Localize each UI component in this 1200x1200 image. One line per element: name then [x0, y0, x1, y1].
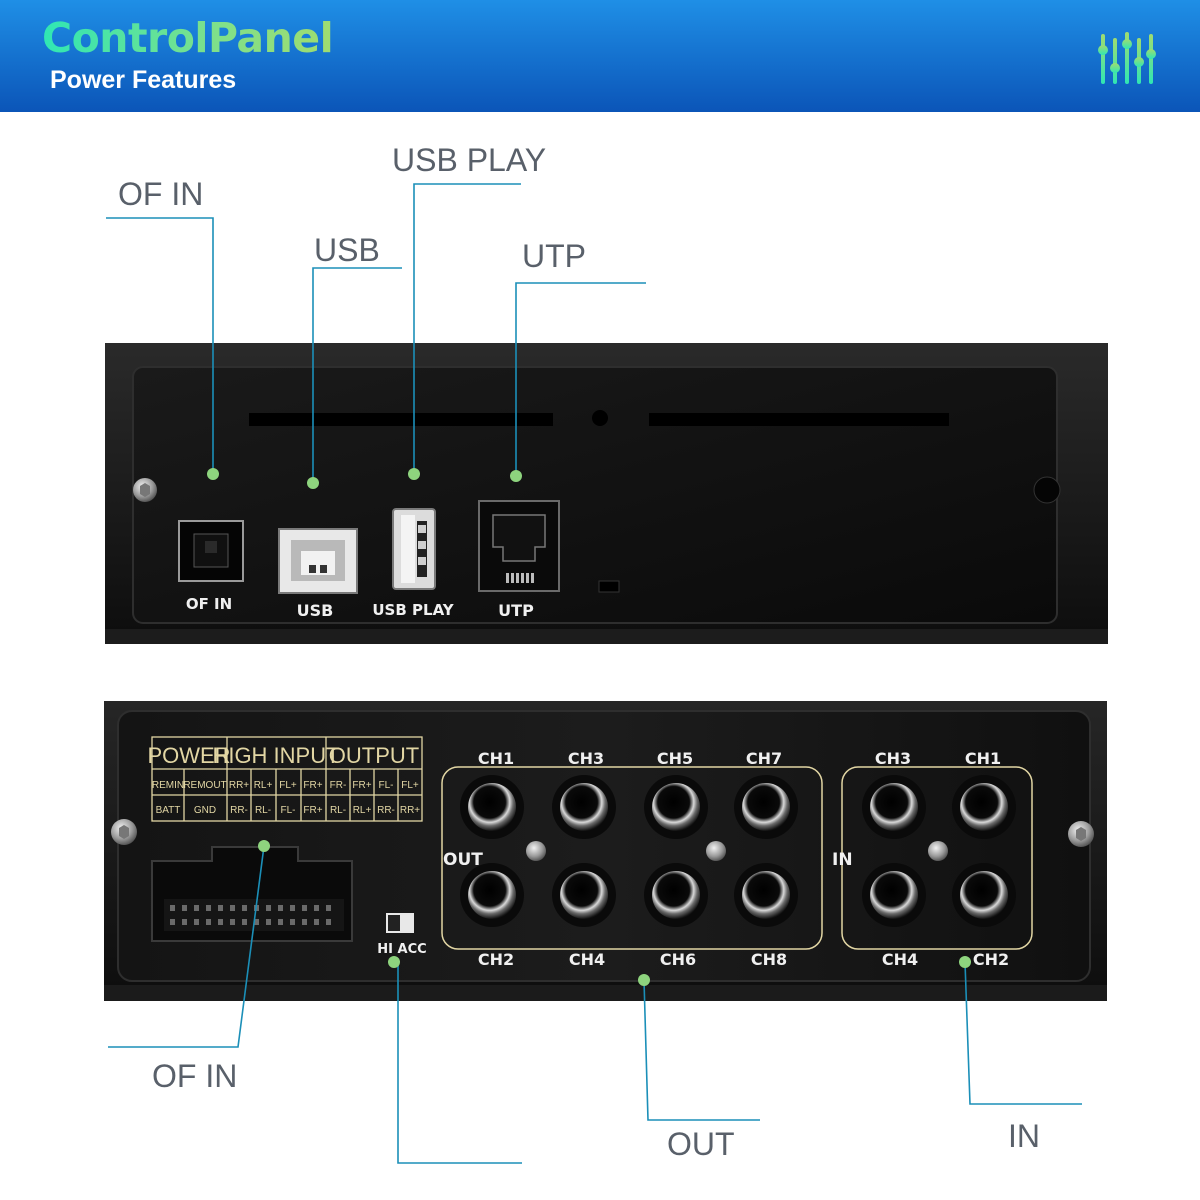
in-ch-label: CH4: [882, 950, 918, 969]
in-ch-label: CH1: [965, 749, 1001, 768]
table-header-high-input: HIGH INPUT: [212, 743, 339, 768]
table-cell: RR+: [229, 780, 249, 791]
table-cell: RR+: [400, 805, 420, 816]
in-label: IN: [832, 850, 853, 870]
table-cell: FR+: [303, 805, 322, 816]
table-header-power: POWER: [147, 743, 230, 768]
rca-jack[interactable]: [862, 775, 926, 839]
in-ch-label: CH3: [875, 749, 911, 768]
table-cell: RL+: [254, 780, 273, 791]
screw-icon: [1068, 821, 1094, 847]
rca-jack[interactable]: [952, 775, 1016, 839]
wiring-table: [151, 736, 423, 822]
out-ch-label: CH4: [569, 950, 605, 969]
out-ch-label: CH1: [478, 749, 514, 768]
out-label: OUT: [443, 850, 483, 870]
port-label-usb-play: USB PLAY: [372, 601, 454, 619]
table-cell: GND: [194, 805, 216, 816]
front-panel: OF IN USB USB PLAY UTP: [105, 343, 1108, 644]
table-cell: RR-: [230, 805, 248, 816]
port-label-utp: UTP: [498, 601, 534, 620]
table-cell: REMOUT: [183, 780, 226, 791]
table-cell: RL-: [330, 805, 346, 816]
rca-jack[interactable]: [460, 863, 524, 927]
header-subtitle: Power Features: [50, 66, 237, 94]
out-ch-label: CH2: [478, 950, 514, 969]
table-cell: BATT: [156, 805, 181, 816]
out-ch-label: CH3: [568, 749, 604, 768]
rca-jack[interactable]: [460, 775, 524, 839]
port-label-usb: USB: [297, 601, 334, 620]
table-cell: FR-: [330, 780, 347, 791]
hi-acc-switch[interactable]: [386, 913, 414, 933]
utp-port[interactable]: [478, 500, 560, 592]
in-group-border: [841, 766, 1033, 950]
table-cell: FL-: [379, 780, 394, 791]
callout-out: OUT: [667, 1126, 735, 1162]
table-header-output: OUTPUT: [329, 743, 419, 768]
table-cell: FL+: [279, 780, 297, 791]
callout-usb-play: USB PLAY: [392, 142, 547, 178]
rca-jack[interactable]: [734, 775, 798, 839]
rca-jack[interactable]: [552, 775, 616, 839]
usb-a-port[interactable]: [392, 508, 436, 590]
rca-jack[interactable]: [644, 775, 708, 839]
rca-jack[interactable]: [552, 863, 616, 927]
table-cell: RL-: [255, 805, 271, 816]
out-ch-label: CH7: [746, 749, 782, 768]
out-ch-label: CH6: [660, 950, 696, 969]
rear-panel: POWER HIGH INPUT OUTPUT REMIN REMOUT RR+…: [104, 701, 1107, 1001]
callout-utp: UTP: [522, 238, 586, 274]
usb-b-port[interactable]: [278, 528, 358, 594]
callout-of-in-front: OF IN: [118, 176, 204, 212]
switch-label: HI ACC: [377, 942, 426, 957]
screw-icon: [1033, 476, 1061, 504]
table-cell: REMIN: [152, 780, 184, 791]
power-connector[interactable]: [151, 846, 353, 942]
screw-icon: [111, 819, 137, 845]
screw-icon: [526, 841, 546, 861]
screw-icon: [706, 841, 726, 861]
callout-usb: USB: [314, 232, 380, 268]
screw-icon: [133, 478, 157, 502]
port-label-of-in: OF IN: [186, 595, 232, 613]
optical-port[interactable]: [178, 520, 244, 582]
out-group-border: [441, 766, 823, 950]
rca-jack[interactable]: [952, 863, 1016, 927]
header-banner: ControlPanel Power Features: [0, 0, 1200, 112]
screw-icon: [928, 841, 948, 861]
out-ch-label: CH5: [657, 749, 693, 768]
table-cell: RL+: [353, 805, 372, 816]
header-title: ControlPanel: [42, 14, 334, 62]
table-cell: FR+: [352, 780, 371, 791]
rca-jack[interactable]: [862, 863, 926, 927]
table-cell: FL-: [281, 805, 296, 816]
callout-of-in-rear: OF IN: [152, 1058, 238, 1094]
table-cell: FL+: [401, 780, 419, 791]
in-ch-label: CH2: [973, 950, 1009, 969]
out-ch-label: CH8: [751, 950, 787, 969]
equalizer-icon: [1098, 32, 1156, 84]
rca-jack[interactable]: [734, 863, 798, 927]
callout-in: IN: [1008, 1118, 1040, 1154]
table-cell: RR-: [377, 805, 395, 816]
rca-jack[interactable]: [644, 863, 708, 927]
table-cell: FR+: [303, 780, 322, 791]
